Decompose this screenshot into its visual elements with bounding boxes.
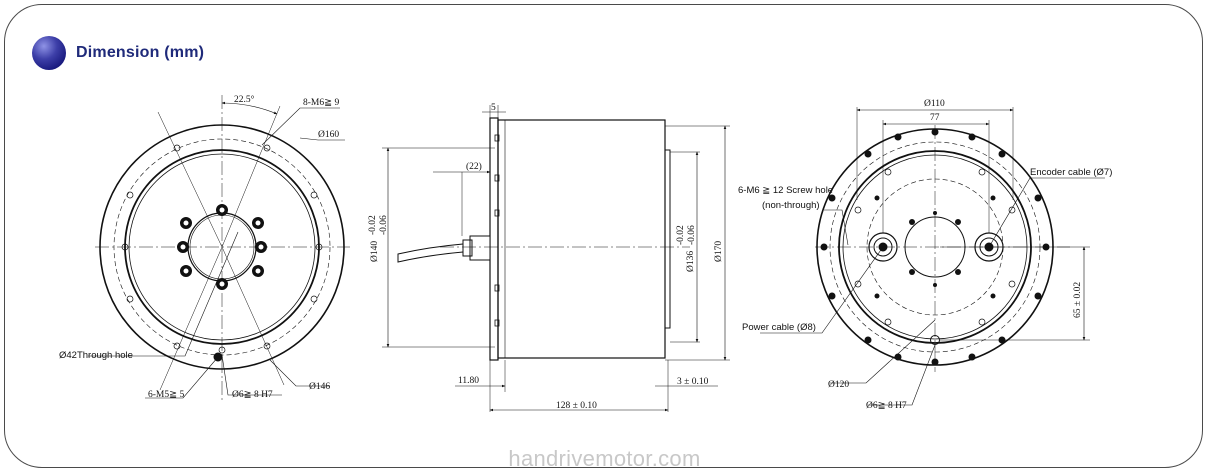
bullet-icon xyxy=(32,36,66,70)
dia136-tol-lower: -0.06 xyxy=(687,225,697,245)
content-frame xyxy=(4,4,1203,468)
power-cable-label: Power cable (Ø8) xyxy=(742,322,816,333)
bottom-holes-label: 6-M5≧ 5 xyxy=(148,390,184,400)
angle-label: 22.5° xyxy=(234,94,255,105)
screw-holes-note: (non-through) xyxy=(762,200,820,211)
pin-hole-label: Ø6≧ 8 H7 xyxy=(232,390,273,400)
dia140-label: Ø140 xyxy=(370,241,380,262)
section-title: Dimension (mm) xyxy=(76,44,205,61)
back-pin-label: Ø6≧ 8 H7 xyxy=(866,401,907,411)
top-holes-label: 8-M6≧ 9 xyxy=(303,98,339,108)
dia170-label: Ø170 xyxy=(714,241,724,262)
offset-5-label: 5 xyxy=(491,103,496,113)
front-view xyxy=(88,95,350,400)
dia120-label: Ø120 xyxy=(828,380,849,390)
total-length-label: 128 ± 0.10 xyxy=(556,401,597,411)
watermark: handrivemotor.com xyxy=(508,446,701,471)
encoder-cable-label: Encoder cable (Ø7) xyxy=(1030,167,1112,178)
screw-holes-label: 6-M6 ≧ 12 Screw hole xyxy=(738,185,833,196)
pcd-diameter-label: Ø146 xyxy=(309,382,330,392)
dia140-tol-lower: -0.06 xyxy=(379,215,389,235)
dia110-label: Ø110 xyxy=(924,99,945,109)
width77-label: 77 xyxy=(930,113,940,123)
through-hole-label: Ø42Through hole xyxy=(59,350,133,361)
left-length-label: 11.80 xyxy=(458,376,479,386)
back-view xyxy=(760,107,1105,406)
section-header: Dimension (mm) xyxy=(32,36,204,70)
dia136-tol-upper: -0.02 xyxy=(676,225,686,245)
side-view xyxy=(382,105,730,412)
dia136-label: Ø136 xyxy=(686,251,696,272)
height65-label: 65 ± 0.02 xyxy=(1073,282,1083,318)
outer-diameter-label: Ø160 xyxy=(318,130,339,140)
dia140-tol-upper: -0.02 xyxy=(368,215,378,235)
right-length-label: 3 ± 0.10 xyxy=(677,377,709,387)
cable-length-label: (22) xyxy=(466,161,482,172)
